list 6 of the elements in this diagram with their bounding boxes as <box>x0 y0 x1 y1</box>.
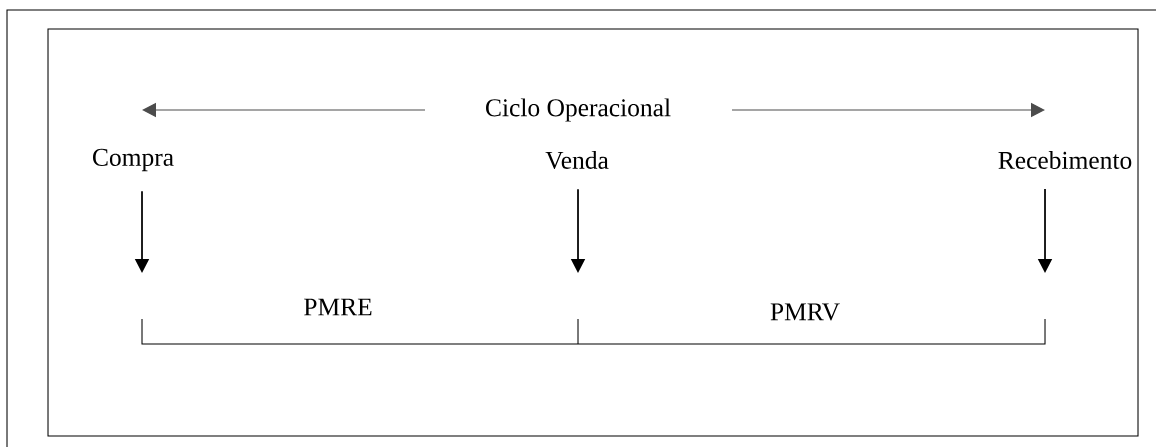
event-label: Recebimento <box>998 151 1132 169</box>
event-label: Venda <box>545 150 609 170</box>
event-label: Compra <box>93 148 174 172</box>
cycle-label: Ciclo Operacional <box>486 98 671 122</box>
period-label: PMRE <box>304 298 372 316</box>
period-label: PMRV <box>770 303 840 321</box>
